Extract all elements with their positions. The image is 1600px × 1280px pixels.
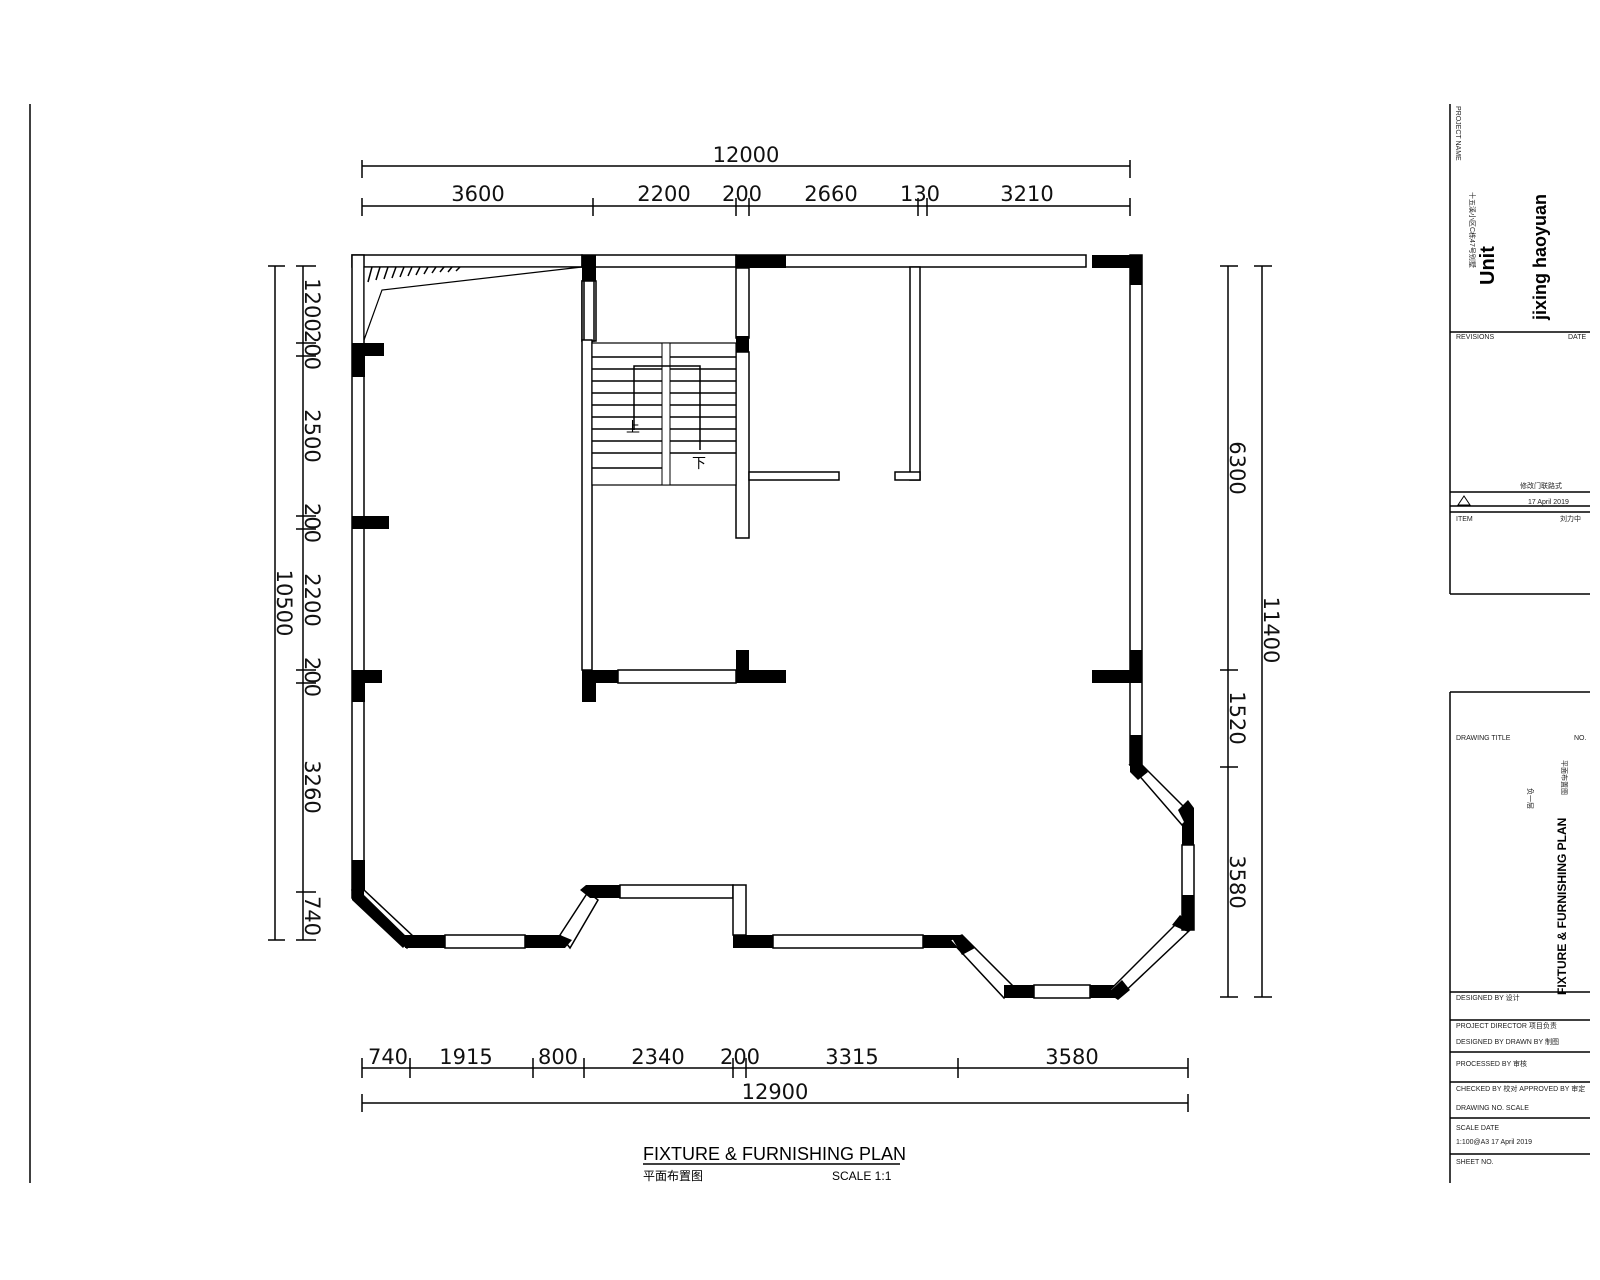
project-name-label: PROJECT NAME [1454,106,1461,161]
drawing-title-label: DRAWING TITLE [1456,735,1511,742]
title-block-top: PROJECT NAME 十五溪小区C栋47号别墅 Unit jixing ha… [1449,104,1590,595]
floor-label: 负一层 [1526,788,1535,809]
bottom-total-dimension: 12900 [742,1080,809,1104]
left-dim-7: 740 [300,896,324,936]
revision-by: 刘力中 [1560,514,1581,523]
unit-value: jixing haoyuan [1530,194,1550,321]
left-dim-0: 1200 [300,278,324,331]
tb-row-4: CHECKED BY 校对 APPROVED BY 审定 [1456,1084,1585,1093]
bottom-dimension-chain: 740 1915 800 2340 200 3315 3580 12900 [361,1045,1189,1112]
top-dim-5: 3210 [1000,182,1053,206]
tb-row-6: SCALE DATE [1456,1125,1499,1132]
project-name: 十五溪小区C栋47号别墅 [1468,192,1477,268]
left-dim-4: 2200 [300,573,324,626]
right-total-dimension: 11400 [1259,597,1283,664]
left-dim-2: 2500 [300,409,324,462]
top-dim-0: 3600 [451,182,504,206]
drawing-title: FIXTURE & FURNISHING PLAN [643,1144,906,1164]
tb-row-3: PROCESSED BY 审核 [1456,1059,1527,1068]
drawing-scale: SCALE 1:1 [832,1169,892,1183]
bottom-dim-6: 3580 [1045,1045,1098,1069]
bottom-dim-3: 2340 [631,1045,684,1069]
revisions-label: REVISIONS [1456,334,1494,341]
stair-up-label: 上 [626,420,640,436]
revision-date: 17 April 2019 [1528,499,1569,506]
right-dim-1: 1520 [1225,691,1249,744]
top-dim-4: 130 [900,182,940,206]
left-dim-6: 3260 [300,760,324,813]
drawing-subtitle: 平面布置图 [643,1169,703,1183]
tb-row-0: DESIGNED BY 设计 [1456,993,1520,1002]
tb-row-1: PROJECT DIRECTOR 项目负责 [1456,1021,1557,1030]
title-block-bottom: DRAWING TITLE NO. 负一层 平面布置图 FIXTURE & FU… [1449,691,1590,1183]
right-dimension-chain: 6300 1520 3580 11400 [1220,265,1283,998]
bottom-dim-5: 3315 [825,1045,878,1069]
tb-row-7: 1:100@A3 17 April 2019 [1456,1139,1532,1146]
top-dim-3: 2660 [804,182,857,206]
left-total-dimension: 10500 [272,570,296,637]
bottom-dim-1: 1915 [439,1045,492,1069]
left-dim-3: 200 [300,503,324,543]
tb-row-8: SHEET NO. [1456,1159,1494,1166]
top-total-dimension: 12000 [713,143,780,167]
revision-triangle-icon [1457,495,1471,506]
left-dim-5: 200 [300,657,324,697]
top-dim-1: 2200 [637,182,690,206]
bottom-dim-2: 800 [538,1045,578,1069]
staircase: 上 下 [591,342,737,486]
right-dim-2: 3580 [1225,855,1249,908]
top-dim-2: 200 [722,182,762,206]
tb-row-2: DESIGNED BY DRAWN BY 制图 [1456,1037,1559,1046]
outer-walls [351,254,1195,1000]
title-en: FIXTURE & FURNISHING PLAN [1555,818,1569,995]
left-dimension-chain: 10500 1200 200 2500 200 2200 200 3260 74… [268,265,324,941]
unit-label: Unit [1477,246,1499,285]
left-dim-1: 200 [300,330,324,370]
revisions-date-label: DATE [1568,334,1586,341]
tb-row-5: DRAWING NO. SCALE [1456,1105,1529,1112]
bottom-dim-4: 200 [720,1045,760,1069]
stair-down-label: 下 [692,456,706,472]
interior-walls [581,266,921,702]
hatched-corner-detail [363,266,583,341]
bottom-dim-0: 740 [368,1045,408,1069]
revision-note: 修改门联路式 [1520,481,1562,490]
title-cn: 平面布置图 [1560,760,1569,795]
top-dimension-chain: 12000 3600 2200 200 2660 130 3210 [361,143,1131,216]
item-label: ITEM [1456,516,1473,523]
drawing-no-label: NO. [1574,735,1587,742]
right-dim-0: 6300 [1225,441,1249,494]
